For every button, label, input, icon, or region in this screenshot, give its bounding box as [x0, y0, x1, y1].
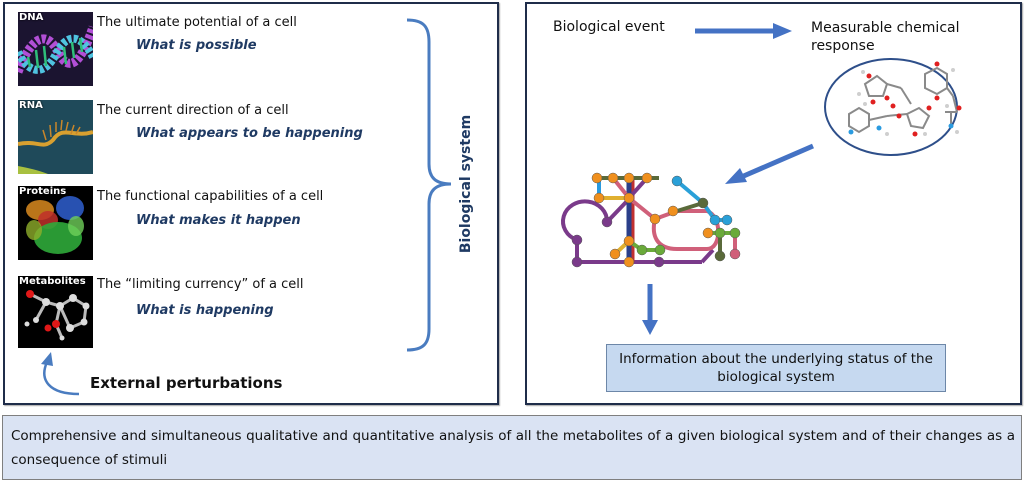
- diagonal-arrow-icon: [725, 143, 814, 184]
- metabolites-image-label: Metabolites: [19, 276, 86, 287]
- dna-image-label: DNA: [19, 12, 44, 23]
- protein-structure-icon: Proteins: [18, 186, 93, 260]
- dna-role: What is possible: [136, 38, 257, 53]
- metabolites-role: What is happening: [136, 303, 274, 318]
- rna-image-label: RNA: [19, 100, 43, 111]
- proteins-description: The functional capabilities of a cell: [97, 189, 324, 204]
- metabolic-network-icon: [561, 176, 737, 264]
- omics-panel: DNA The ultimate potential of a cell Wha…: [3, 2, 499, 405]
- dna-description: The ultimate potential of a cell: [97, 15, 297, 30]
- biological-event-label: Biological event: [553, 19, 665, 35]
- metabolites-description: The “limiting currency” of a cell: [97, 277, 304, 292]
- curved-arrow-icon: [41, 352, 80, 396]
- dna-helix-icon: DNA: [18, 12, 93, 86]
- metabolite-mixture-icon: [824, 58, 962, 156]
- rna-role: What appears to be happening: [136, 126, 363, 141]
- right-arrow-icon: [695, 23, 792, 39]
- curly-brace-icon: [406, 18, 452, 352]
- metabolomics-flow-panel: Biological event Measurable chemical res…: [525, 2, 1022, 405]
- chemical-response-label: Measurable chemical response: [811, 20, 960, 54]
- biological-system-label: Biological system: [458, 114, 474, 254]
- metabolomics-definition: Comprehensive and simultaneous qualitati…: [2, 415, 1022, 480]
- proteins-role: What makes it happen: [136, 213, 301, 228]
- result-info-box: Information about the underlying status …: [606, 344, 946, 392]
- down-arrow-icon: [642, 284, 658, 335]
- proteins-image-label: Proteins: [19, 186, 67, 197]
- network-nodes: [571, 172, 741, 268]
- metabolite-molecule-icon: Metabolites: [18, 276, 93, 350]
- external-perturbations-label: External perturbations: [90, 374, 283, 392]
- flow-graphics: [561, 23, 962, 335]
- rna-description: The current direction of a cell: [97, 103, 289, 118]
- rna-strand-icon: RNA: [18, 100, 93, 174]
